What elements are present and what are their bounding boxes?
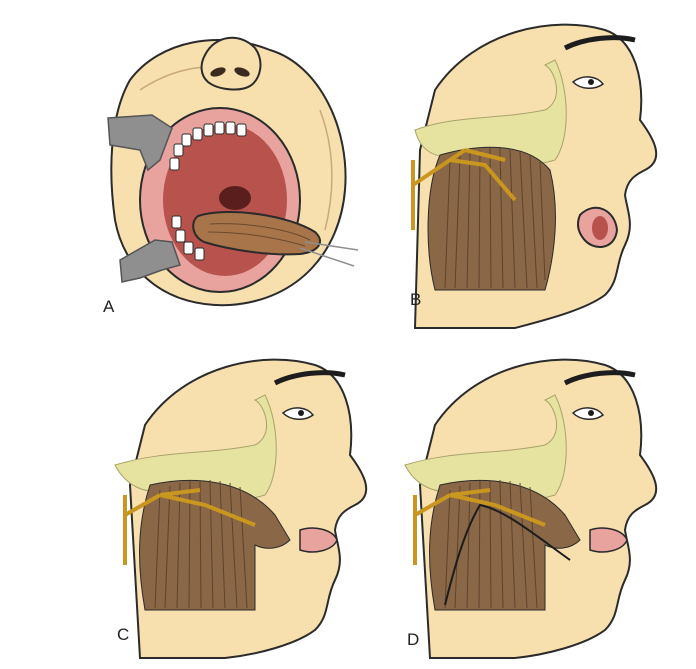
facial-nerve [413,488,546,565]
panel-label-d: D [407,630,420,649]
eye [571,407,605,420]
panel-label-b: B [410,290,422,309]
retractor-lower [119,239,181,283]
masseter-muscle [429,480,581,611]
panel-a-illustration [107,36,359,307]
panel-b: B [395,10,685,330]
masseter-muscle [139,480,291,611]
masseter-muscle [427,146,556,291]
panel-d: D [395,345,685,660]
panel-c-illustration [114,358,368,659]
facial-nerve [411,148,517,230]
lower-teeth [171,215,205,261]
hair [563,370,636,386]
pharynx [219,186,251,210]
lips [589,527,628,553]
muscle-stripes [444,479,538,609]
lips [299,527,338,553]
panel-d-illustration [404,358,658,659]
panel-label-a: A [103,297,115,316]
facial-nerve [123,488,256,565]
hair [563,35,636,51]
incision-line [444,503,571,606]
panel-label-c: C [117,625,130,644]
panel-b-illustration [411,23,658,329]
retractor-upper [107,114,173,172]
eye [571,76,605,89]
tongue-flap [192,211,321,256]
hair [273,370,346,386]
panel-a: A [100,20,360,320]
muscle-stripes [154,479,248,609]
panel-c: C [105,345,385,660]
upper-teeth [169,121,247,171]
eye [281,407,315,420]
